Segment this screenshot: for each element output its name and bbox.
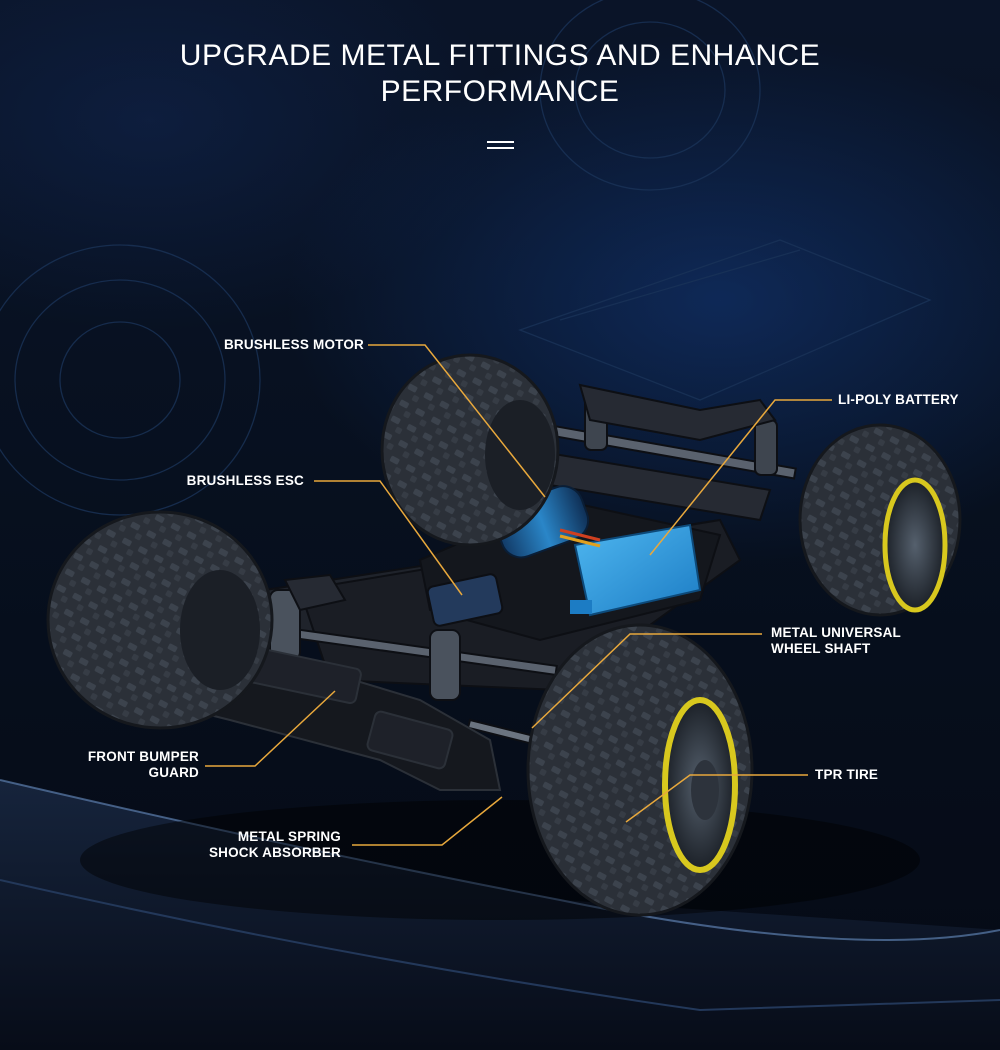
- display-platform: [0, 779, 1000, 1050]
- page-title: UPGRADE METAL FITTINGS AND ENHANCE PERFO…: [0, 38, 1000, 110]
- li-poly-battery-pack: [570, 523, 702, 617]
- page-title-line-2: PERFORMANCE: [380, 75, 620, 108]
- leader-brushless-esc: [314, 480, 463, 596]
- brushless-esc-unit: [426, 573, 504, 627]
- wheel-front-right: [526, 623, 754, 917]
- title-divider: [487, 147, 514, 149]
- leader-tpr-tire: [625, 774, 808, 823]
- label-metal-spring-shock-absorber-line-1: METAL SPRING: [237, 829, 341, 844]
- label-metal-spring-shock-absorber-line-2: SHOCK ABSORBER: [208, 845, 341, 860]
- label-front-bumper-guard-line-2: GUARD: [148, 765, 199, 780]
- background-wheel-sketches: [0, 0, 932, 516]
- label-front-bumper-guard-line-1: FRONT BUMPER: [87, 749, 199, 764]
- label-metal-universal-wheel-shaft-line-1: METAL UNIVERSAL: [771, 625, 902, 640]
- leader-li-poly-battery: [649, 399, 832, 556]
- page-title-line-1: UPGRADE METAL FITTINGS AND ENHANCE: [179, 39, 821, 72]
- rear-shock-absorbers: [578, 383, 778, 476]
- label-tpr-tire: TPR TIRE: [815, 767, 879, 782]
- label-brushless-esc: BRUSHLESS ESC: [186, 473, 304, 488]
- label-metal-spring-shock-absorber: METAL SPRING SHOCK ABSORBER: [209, 829, 341, 861]
- callout-leader-lines: [205, 344, 832, 846]
- leader-front-bumper-guard: [205, 690, 336, 767]
- label-brushless-motor: BRUSHLESS MOTOR: [223, 337, 364, 352]
- title-divider: [487, 141, 514, 143]
- wheel-rear-right: [798, 423, 962, 617]
- leader-metal-universal-wheel-shaft: [531, 633, 762, 729]
- label-metal-universal-wheel-shaft-line-2: WHEEL SHAFT: [771, 641, 871, 656]
- label-front-bumper-guard: FRONT BUMPER GUARD: [88, 749, 199, 781]
- wheel-rear-left: [380, 353, 560, 547]
- leader-metal-spring-shock-absorber: [352, 796, 503, 846]
- wheel-front-left: [46, 510, 274, 730]
- label-li-poly-battery: LI-POLY BATTERY: [838, 392, 959, 407]
- leader-brushless-motor: [368, 344, 546, 498]
- label-metal-universal-wheel-shaft: METAL UNIVERSAL WHEEL SHAFT: [771, 625, 901, 657]
